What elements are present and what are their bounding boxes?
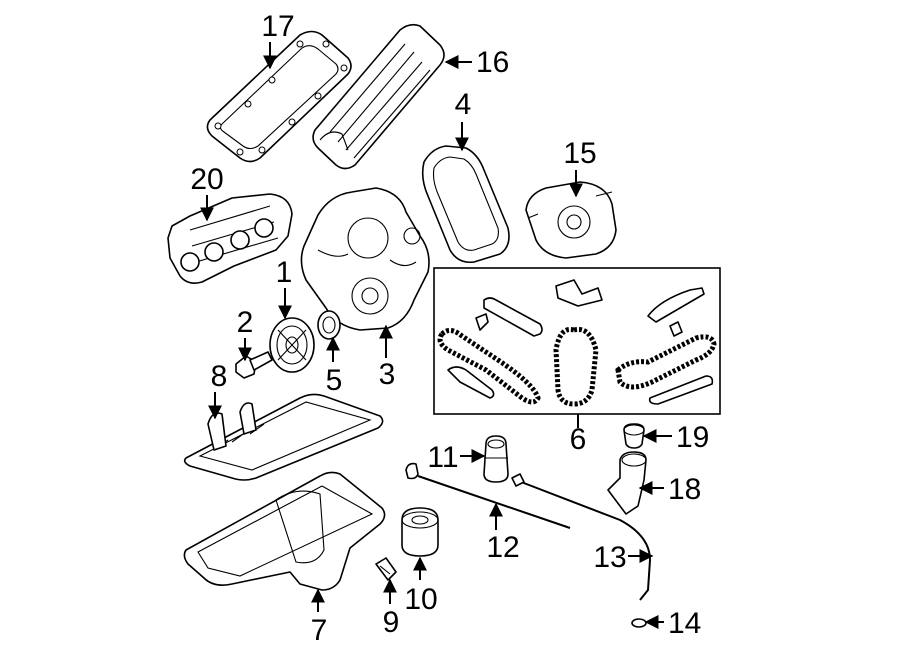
- callout-18: 18: [668, 473, 701, 506]
- windage-tray: [183, 393, 384, 481]
- callout-5: 5: [326, 364, 343, 397]
- dipstick: [405, 462, 571, 529]
- callout-1: 1: [276, 256, 293, 289]
- leader-lines: [200, 42, 672, 629]
- damper-bolt: [235, 351, 273, 379]
- callout-7: 7: [311, 614, 328, 647]
- callout-14: 14: [668, 607, 701, 640]
- oil-pan: [183, 471, 386, 591]
- callout-2: 2: [237, 306, 254, 339]
- callout-8: 8: [211, 360, 228, 393]
- intake-manifold: [167, 193, 293, 284]
- callout-19: 19: [676, 421, 709, 454]
- water-pump: [525, 181, 617, 259]
- callout-10: 10: [404, 583, 437, 616]
- plug: [623, 423, 645, 449]
- callout-16: 16: [476, 46, 509, 79]
- timing-cover: [300, 187, 430, 331]
- callout-15: 15: [563, 137, 596, 170]
- damper-pulley: [269, 317, 315, 373]
- callout-11: 11: [427, 441, 458, 474]
- timing-chain-kit: [433, 267, 721, 415]
- callout-17: 17: [261, 10, 294, 43]
- o-ring: [631, 618, 647, 628]
- callout-4: 4: [455, 88, 472, 121]
- timing-cover-gasket: [421, 145, 510, 264]
- callout-12: 12: [486, 531, 519, 564]
- valve-cover: [312, 23, 445, 170]
- callout-13: 13: [593, 541, 626, 574]
- callout-labels: 17 16 4 15 20 1 2 5 3 8 6 11 19 18 12 13…: [190, 10, 709, 647]
- mount-bracket: [607, 451, 647, 515]
- callout-3: 3: [379, 358, 396, 391]
- callout-20: 20: [190, 163, 223, 196]
- callout-9: 9: [383, 606, 400, 639]
- crank-seal: [317, 310, 341, 340]
- callout-6: 6: [570, 423, 587, 456]
- filter-adapter: [483, 435, 509, 483]
- oil-filter: [401, 507, 439, 557]
- valve-cover-gasket: [206, 30, 352, 163]
- drain-plug: [375, 557, 397, 581]
